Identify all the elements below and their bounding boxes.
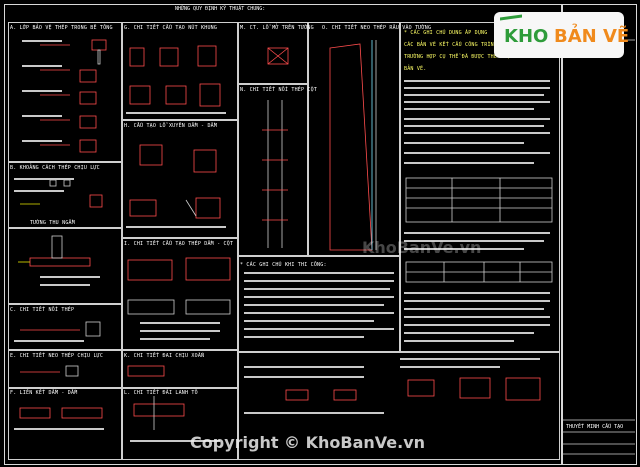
note-line bbox=[244, 320, 374, 322]
panel-l bbox=[122, 388, 238, 460]
panel-p bbox=[238, 256, 400, 352]
title-q: * CÁC GHI CHÚ DUNG ÁP DỤNG bbox=[404, 30, 488, 36]
note-line bbox=[244, 304, 384, 306]
title-block bbox=[562, 4, 637, 465]
note-line bbox=[140, 322, 220, 324]
note-line bbox=[126, 112, 226, 114]
note-line bbox=[404, 101, 550, 103]
note-line bbox=[244, 288, 390, 290]
panel-c bbox=[8, 304, 122, 350]
note-line bbox=[14, 340, 84, 342]
note-line bbox=[404, 118, 550, 120]
title-f: F. LIÊN KẾT DẦM - DẦM bbox=[10, 390, 78, 396]
note-line bbox=[404, 94, 544, 96]
title-l: L. CHI TIẾT ĐÀI LANH TÔ bbox=[124, 390, 198, 396]
note-line bbox=[14, 428, 104, 430]
note-line bbox=[14, 190, 64, 192]
title-i: I. CHI TIẾT CẤU TẠO THÉP DẦM - CỘT bbox=[124, 241, 234, 247]
sheet-name: THUYẾT MINH CẤU TẠO bbox=[566, 424, 624, 430]
note-line bbox=[404, 162, 534, 164]
note-line bbox=[244, 280, 394, 282]
drawing-border bbox=[4, 4, 562, 465]
title-o: O. CHI TIẾT NEO THÉP RÂU VÀO TƯỜNG bbox=[322, 25, 432, 31]
copyright-watermark: Copyright © KhoBanVe.vn bbox=[190, 433, 426, 452]
panel-n bbox=[238, 84, 308, 256]
note-line bbox=[404, 142, 524, 144]
panel-b-sub bbox=[8, 228, 122, 304]
note-line bbox=[404, 308, 544, 310]
note-line bbox=[404, 108, 534, 110]
panel-q bbox=[400, 22, 560, 352]
title-n: N. CHI TIẾT NỐI THÉP CỘT bbox=[240, 87, 318, 93]
title-b-sub: TƯỜNG THU NGẦM bbox=[30, 220, 75, 226]
title-h: H. CẤU TẠO LỖ XUYÊN DẦM - DẦM bbox=[124, 123, 218, 129]
title-g: G. CHI TIẾT CẤU TẠO NÚT KHUNG bbox=[124, 25, 218, 31]
title-q2: CÁC BẢN VẼ KẾT CẤU CÔNG TRÌNH bbox=[404, 42, 498, 48]
note-line bbox=[244, 312, 394, 314]
note-line bbox=[140, 338, 210, 340]
note-line bbox=[404, 152, 550, 154]
title-q4: BẢN VẼ. bbox=[404, 66, 427, 72]
title-q3: TRƯỜNG HỢP CỤ THỂ ĐÃ ĐƯỢC THỂ HIỆN TRÊN bbox=[404, 54, 530, 60]
title-a: A. LỚP BẢO VỆ THÉP TRONG BÊ TÔNG bbox=[10, 25, 113, 31]
note-line bbox=[40, 276, 100, 278]
note-line bbox=[244, 336, 364, 338]
panel-m bbox=[238, 22, 308, 84]
note-line bbox=[404, 87, 550, 89]
note-line bbox=[22, 65, 62, 67]
note-line bbox=[404, 125, 544, 127]
panel-e bbox=[8, 350, 122, 388]
note-line bbox=[404, 332, 534, 334]
note-line bbox=[244, 376, 364, 378]
note-line bbox=[130, 440, 220, 442]
panel-b bbox=[8, 162, 122, 228]
note-line bbox=[404, 232, 550, 234]
note-line bbox=[22, 140, 62, 142]
panel-notes-bottom bbox=[238, 352, 560, 460]
logo-text-kho: KHO bbox=[504, 26, 549, 47]
title-b: B. KHOẢNG CÁCH THÉP CHỊU LỰC bbox=[10, 165, 100, 171]
note-line bbox=[40, 284, 90, 286]
note-line bbox=[244, 328, 394, 330]
title-c: C. CHI TIẾT NỐI THÉP bbox=[10, 307, 75, 313]
note-line bbox=[400, 366, 500, 368]
title-m: M. CT. LỖ MỞ TRÊN TƯỜNG bbox=[240, 25, 314, 31]
note-line bbox=[140, 330, 220, 332]
panel-h bbox=[122, 120, 238, 238]
site-logo: KHO BẢN VẼ bbox=[494, 12, 629, 58]
note-line bbox=[404, 240, 544, 242]
note-line bbox=[244, 366, 364, 368]
panel-o bbox=[308, 22, 400, 256]
panel-f bbox=[8, 388, 122, 460]
note-line bbox=[22, 90, 62, 92]
title-e: E. CHI TIẾT NEO THÉP CHỊU LỰC bbox=[10, 353, 104, 359]
title-p: * CÁC GHI CHÚ KHI THI CÔNG: bbox=[240, 262, 327, 268]
note-line bbox=[244, 412, 384, 414]
logo-text-banve: BẢN VẼ bbox=[554, 26, 630, 47]
note-line bbox=[244, 296, 394, 298]
note-line bbox=[404, 80, 550, 82]
note-line bbox=[404, 292, 550, 294]
note-line bbox=[126, 226, 226, 228]
main-title: NHỮNG QUY ĐỊNH KỸ THUẬT CHUNG: bbox=[175, 6, 266, 12]
note-line bbox=[404, 316, 550, 318]
note-line bbox=[404, 248, 524, 250]
note-line bbox=[404, 340, 514, 342]
note-line bbox=[404, 132, 550, 134]
note-line bbox=[244, 272, 394, 274]
panel-k bbox=[122, 350, 238, 388]
note-line bbox=[22, 40, 62, 42]
panel-i bbox=[122, 238, 238, 350]
note-line bbox=[22, 115, 62, 117]
panel-a bbox=[8, 22, 122, 162]
panel-g bbox=[122, 22, 238, 120]
title-k: K. CHI TIẾT ĐAI CHỊU XOẮN bbox=[124, 353, 205, 359]
note-line bbox=[404, 324, 550, 326]
note-line bbox=[400, 358, 540, 360]
note-line bbox=[404, 300, 550, 302]
note-line bbox=[14, 178, 74, 180]
center-watermark: KhoBanVe.vn bbox=[362, 238, 482, 257]
